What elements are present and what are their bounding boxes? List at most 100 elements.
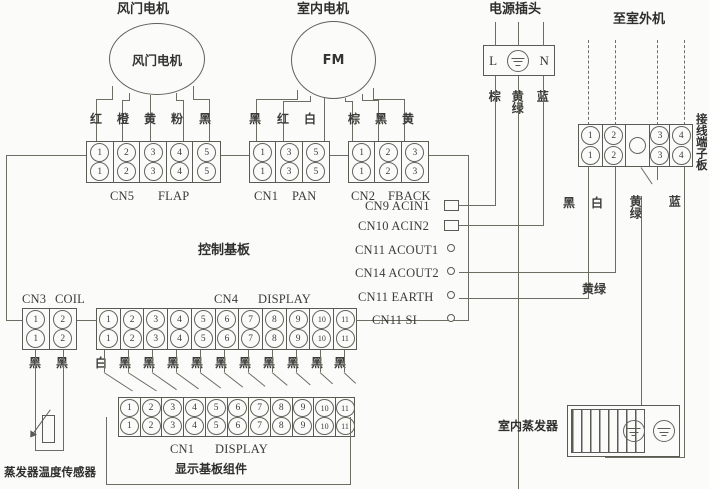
harness-wire xyxy=(247,372,266,387)
wire-color-label: 黄绿 xyxy=(628,195,643,219)
pin: 3 xyxy=(279,162,299,181)
pin: 11 xyxy=(335,310,355,329)
tb-wire-white xyxy=(615,167,616,273)
wire-color-label: 棕 xyxy=(348,112,361,126)
terminal-square-cn9[interactable] xyxy=(444,200,459,211)
connector-cn3-code: CN3 xyxy=(22,292,47,306)
label-evaporator: 室内蒸发器 xyxy=(498,419,559,433)
title-indoor-motor: 室内电机 xyxy=(297,2,350,17)
plug-neutral-label: N xyxy=(539,52,549,68)
pin: 5 xyxy=(206,417,226,435)
lead-line xyxy=(310,96,311,102)
pin: 2 xyxy=(141,399,161,417)
terminal-dot-acout1[interactable] xyxy=(447,244,455,252)
ground-icon xyxy=(623,420,645,442)
pin: 2 xyxy=(116,143,136,162)
lead-line xyxy=(378,100,379,143)
harness-wire xyxy=(320,350,321,372)
pin: 4 xyxy=(184,399,204,417)
lead-line xyxy=(96,99,113,100)
terminal-dot-earth[interactable] xyxy=(447,291,455,299)
terminal-dot-acout2[interactable] xyxy=(447,267,455,275)
display-assembly-box xyxy=(106,417,351,485)
pin: 2 xyxy=(604,146,624,165)
pin: 7 xyxy=(250,399,270,417)
indoor-fan-motor-label: FM xyxy=(322,52,345,68)
harness-wire xyxy=(176,350,177,372)
harness-wire xyxy=(224,350,225,372)
label-temp-sensor: 蒸发器温度传感器 xyxy=(4,465,96,479)
terminal-code: CN9 xyxy=(365,199,390,213)
lead-line xyxy=(176,100,184,101)
terminal-code: CN11 xyxy=(358,290,389,304)
wire-color-label: 红 xyxy=(90,112,103,126)
power-plug: L N xyxy=(483,45,555,76)
wire-color-label: 棕 xyxy=(487,90,501,102)
lead-line xyxy=(209,99,210,143)
harness-wire xyxy=(199,372,222,389)
wire-color-label: 黄 xyxy=(402,112,415,126)
plug-wire-blue xyxy=(459,225,544,226)
harness-wire xyxy=(104,350,105,372)
pin: 2 xyxy=(53,310,73,329)
plug-wire xyxy=(495,22,496,46)
tb-wire-yg xyxy=(641,196,642,458)
plug-wire-blue xyxy=(543,76,544,225)
wire-color-label: 粉 xyxy=(171,112,184,126)
pin: 7 xyxy=(250,417,270,435)
harness-wire xyxy=(175,372,199,390)
sensor-wire xyxy=(35,350,36,450)
title-damper-motor: 风门电机 xyxy=(117,2,170,17)
lead-line xyxy=(193,86,194,100)
connector-cn5-name: FLAP xyxy=(158,189,190,203)
wire-color-label: 黄绿 xyxy=(510,90,524,114)
terminal-name: ACOUT1 xyxy=(387,243,439,257)
pin: 1 xyxy=(119,417,139,435)
terminal-dot-si[interactable] xyxy=(447,314,455,322)
terminal-square-cn10[interactable] xyxy=(444,220,459,231)
pin: 10 xyxy=(312,310,332,329)
terminal-cn11-earth: CN11 EARTH xyxy=(358,291,433,304)
pin: 7 xyxy=(241,310,261,329)
pin: 4 xyxy=(170,310,190,329)
lead-line xyxy=(193,99,210,100)
harness-wire xyxy=(343,372,357,384)
wire-color-label: 黑 xyxy=(215,356,228,370)
pin: 4 xyxy=(671,146,691,165)
title-to-outdoor-unit: 至室外机 xyxy=(613,12,666,27)
terminal-name: ACIN2 xyxy=(391,219,430,233)
wire-color-label: 黑 xyxy=(199,112,212,126)
pin: 8 xyxy=(271,417,291,435)
connector-cn4-code: CN4 xyxy=(214,292,239,306)
plug-wire-earth xyxy=(518,76,519,496)
pin: 6 xyxy=(217,310,237,329)
terminal-cn11-acout1: CN11 ACOUT1 xyxy=(355,244,438,257)
connector-cn2-name: FBACK xyxy=(388,189,431,203)
damper-motor: 风门电机 xyxy=(109,23,205,95)
pin: 4 xyxy=(184,417,204,435)
connector-cn5-code: CN5 xyxy=(110,189,135,203)
indoor-fan-motor: FM xyxy=(291,21,376,99)
tb-wire-yg xyxy=(657,167,658,180)
tb-wire-black xyxy=(588,167,589,299)
pin: 1 xyxy=(580,146,600,165)
outdoor-dashed-line xyxy=(588,40,589,125)
pin: 4 xyxy=(170,329,190,348)
plug-wire-brown xyxy=(459,205,496,206)
pin: 3 xyxy=(650,146,670,165)
sensor-wire xyxy=(63,350,64,450)
pin: 5 xyxy=(206,399,226,417)
wire-color-label: 红 xyxy=(277,112,290,126)
terminal-name: SI xyxy=(405,313,418,327)
lead-line xyxy=(122,100,130,101)
pin: 1 xyxy=(253,162,273,181)
pin: 10 xyxy=(315,417,335,435)
pin: 10 xyxy=(312,329,332,348)
